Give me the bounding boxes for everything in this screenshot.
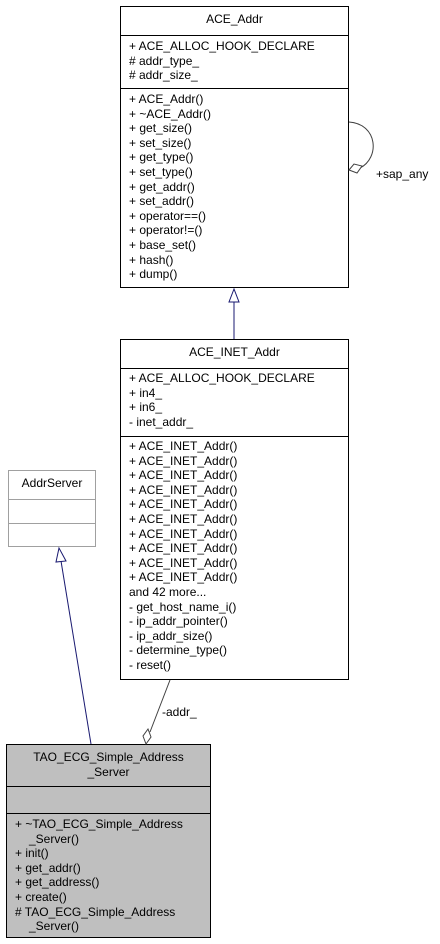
edge-label-sap-any: +sap_any — [376, 167, 429, 181]
method: + set_addr() — [129, 194, 195, 209]
method: - determine_type() — [129, 643, 228, 658]
method-continuation: _Server() — [29, 919, 80, 934]
attribute: + in4_ — [129, 385, 163, 400]
method: + ACE_INET_Addr() — [129, 555, 238, 570]
method: + ACE_INET_Addr() — [129, 482, 238, 497]
aggregation-diamond-addr — [142, 727, 152, 746]
more-methods-note: and 42 more... — [129, 584, 207, 599]
method: + dump() — [129, 267, 178, 282]
method: + base_set() — [129, 237, 197, 252]
method: + hash() — [129, 252, 174, 267]
attribute: + in6_ — [129, 400, 163, 415]
method: + ACE_INET_Addr() — [129, 453, 238, 468]
method: + ACE_INET_Addr() — [129, 439, 238, 453]
edge-label-addr: -addr_ — [162, 705, 197, 719]
class-tao-ecg-title: TAO_ECG_Simple_Address _Server — [7, 745, 210, 786]
inheritance-line-tao-to-addrserver — [60, 560, 92, 745]
aggregation-diamond-sap-any — [348, 163, 363, 174]
method: + ACE_INET_Addr() — [129, 468, 238, 483]
inheritance-arrowhead-addrserver — [55, 546, 67, 563]
class-ace-inet-addr-methods: + ACE_INET_Addr() + ACE_INET_Addr() + AC… — [121, 436, 348, 673]
method: - ip_addr_pointer() — [129, 614, 228, 629]
class-addr-server-title: AddrServer — [21, 476, 83, 490]
method: + set_size() — [129, 135, 192, 150]
class-ace-addr-attributes: + ACE_ALLOC_HOOK_DECLARE # addr_type_ # … — [121, 35, 348, 88]
method: + set_type() — [129, 164, 193, 179]
class-tao-ecg-simple-address-server[interactable]: TAO_ECG_Simple_Address _Server + ~TAO_EC… — [6, 744, 211, 938]
method: # TAO_ECG_Simple_Address — [15, 904, 176, 919]
method: + ~ACE_Addr() — [129, 106, 212, 121]
class-addr-server-attributes — [9, 499, 95, 523]
inheritance-arrowhead-ace-addr — [228, 287, 240, 303]
class-ace-addr[interactable]: ACE_Addr + ACE_ALLOC_HOOK_DECLARE # addr… — [120, 6, 349, 288]
class-ace-inet-addr[interactable]: ACE_INET_Addr + ACE_ALLOC_HOOK_DECLARE +… — [120, 339, 349, 680]
method: - reset() — [129, 657, 171, 672]
class-ace-inet-addr-attributes: + ACE_ALLOC_HOOK_DECLARE + in4_ + in6_ -… — [121, 368, 348, 436]
attribute: # addr_size_ — [129, 68, 198, 83]
method: + ACE_INET_Addr() — [129, 526, 238, 541]
class-ace-addr-title: ACE_Addr — [206, 12, 263, 26]
class-tao-ecg-methods: + ~TAO_ECG_Simple_Address _Server() + in… — [7, 813, 210, 934]
self-association-sap-any — [348, 121, 374, 169]
method: + ACE_INET_Addr() — [129, 497, 238, 512]
attribute: # addr_type_ — [129, 53, 200, 68]
method: + get_size() — [129, 121, 193, 136]
class-addr-server-methods — [9, 523, 95, 546]
attribute: + ACE_ALLOC_HOOK_DECLARE — [129, 39, 315, 53]
class-ace-addr-methods: + ACE_Addr() + ~ACE_Addr() + get_size() … — [121, 88, 348, 282]
method: + operator==() — [129, 208, 207, 223]
class-tao-ecg-title-line: _Server — [87, 765, 130, 779]
method: + get_address() — [15, 875, 100, 890]
class-ace-inet-addr-title: ACE_INET_Addr — [189, 345, 280, 359]
association-line-addr — [149, 679, 171, 733]
method: + ACE_Addr() — [129, 92, 204, 106]
method: + ACE_INET_Addr() — [129, 541, 238, 556]
method: + operator!=() — [129, 223, 203, 238]
method: - get_host_name_i() — [129, 599, 237, 614]
method: + get_type() — [129, 150, 194, 165]
method: + ACE_INET_Addr() — [129, 511, 238, 526]
method: + get_addr() — [129, 179, 195, 194]
attribute: - inet_addr_ — [129, 414, 194, 429]
class-tao-ecg-attributes — [7, 786, 210, 813]
method: + ACE_INET_Addr() — [129, 570, 238, 585]
attribute: + ACE_ALLOC_HOOK_DECLARE — [129, 371, 315, 385]
method: + ~TAO_ECG_Simple_Address — [15, 817, 183, 831]
class-addr-server[interactable]: AddrServer — [8, 470, 96, 547]
method: + get_addr() — [15, 860, 81, 875]
method: - ip_addr_size() — [129, 628, 213, 643]
method: + create() — [15, 889, 67, 904]
class-tao-ecg-title-line: TAO_ECG_Simple_Address — [33, 750, 184, 764]
method: + init() — [15, 846, 49, 861]
method-continuation: _Server() — [29, 831, 80, 846]
